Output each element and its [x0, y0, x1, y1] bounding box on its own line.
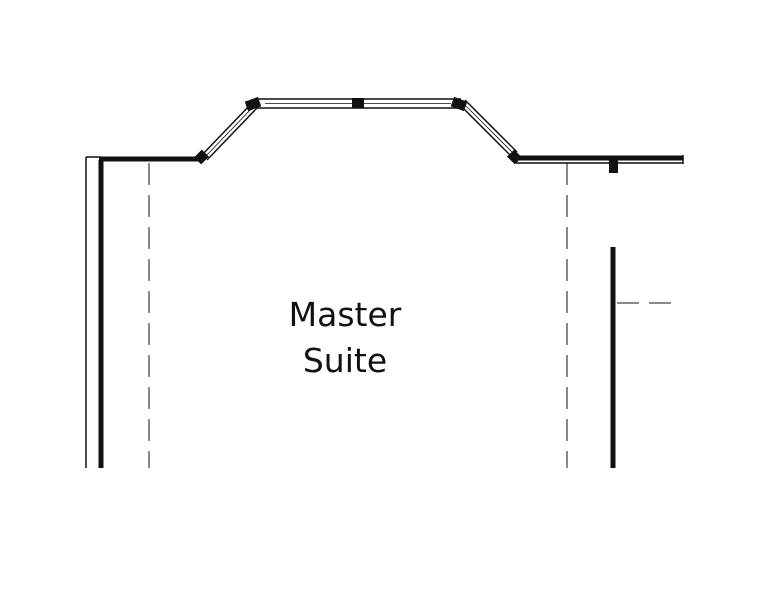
room-label-line2: Suite — [302, 341, 388, 380]
room-label-line1: Master — [288, 295, 402, 334]
dashed-ceiling-lines — [148, 163, 680, 468]
room-label-master-suite: Master Suite — [245, 292, 445, 384]
bay-window — [194, 96, 522, 165]
top-right-wall — [516, 155, 684, 173]
left-exterior-wall — [85, 156, 104, 468]
